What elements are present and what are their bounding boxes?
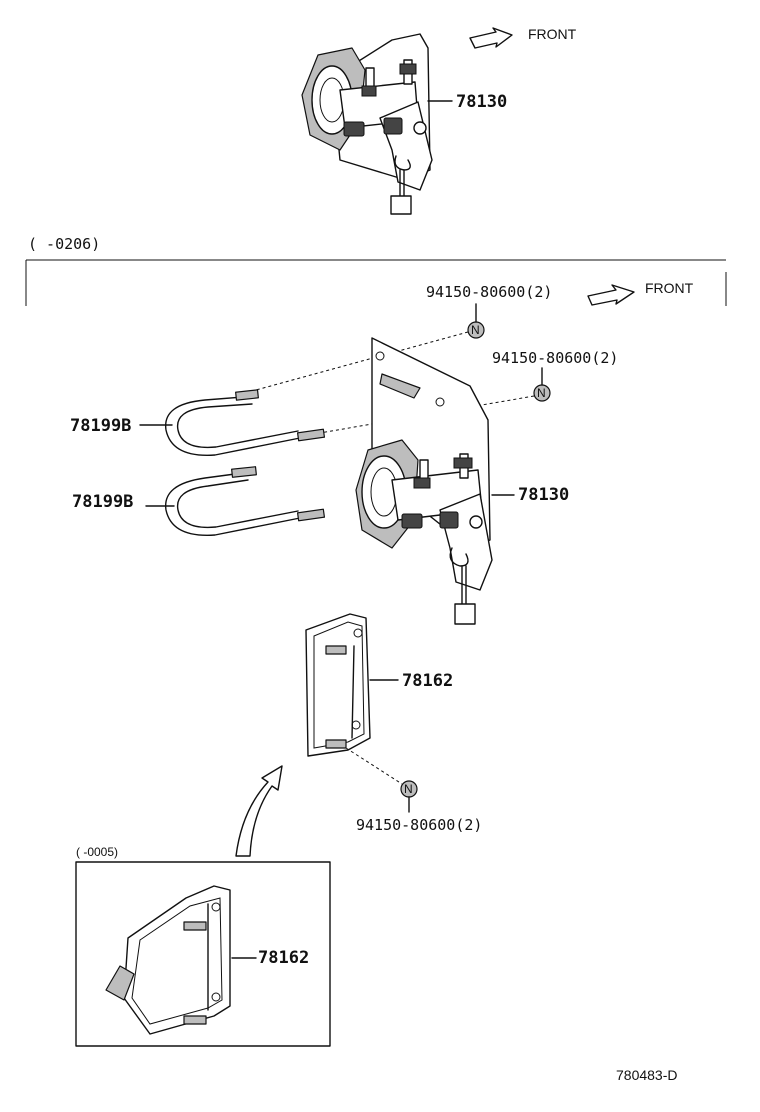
front-arrow-icon [587,284,635,306]
range-label-main: ( -0206) [28,235,100,253]
nut-symbol: N [404,782,413,796]
curved-arrow-icon [235,765,283,857]
nut-icon: N [533,384,551,402]
carrier-78130-top-drawing [301,33,433,215]
nut-symbol: N [471,323,480,337]
main-assembly: 94150-80600(2) FRONT N 94150-80600(2) N [70,280,694,857]
u-bolt-1-label: 78199B [70,416,131,436]
u-bolt-2-drawing [165,466,326,536]
front-arrow-icon [469,27,513,49]
nut-part-number-3: 94150-80600(2) [356,816,482,834]
front-label-main: FRONT [645,280,694,296]
part-78130-top-label: 78130 [456,92,507,112]
range-label-inset: ( -0005) [76,845,118,859]
nut-symbol: N [537,386,546,400]
part-78162-inset-label: 78162 [258,948,309,968]
nut-icon: N [400,780,418,798]
diagram-id: 780483-D [616,1067,678,1083]
nut-part-number-2: 94150-80600(2) [492,349,618,367]
bracket-78162-drawing [305,613,371,757]
nut-part-number-1: 94150-80600(2) [426,283,552,301]
bracket-78162-inset-drawing [105,885,231,1035]
nut-icon: N [467,321,485,339]
front-label-top: FRONT [528,26,577,42]
carrier-78130-main-drawing [355,439,493,625]
u-bolt-1-drawing [165,389,326,456]
inset-box: 78162 [75,861,331,1047]
u-bolt-2-label: 78199B [72,492,133,512]
top-assembly: FRONT 78130 [301,26,577,215]
part-78130-main-label: 78130 [518,485,569,505]
section-bracket [25,259,727,306]
part-78162-main-label: 78162 [402,671,453,691]
